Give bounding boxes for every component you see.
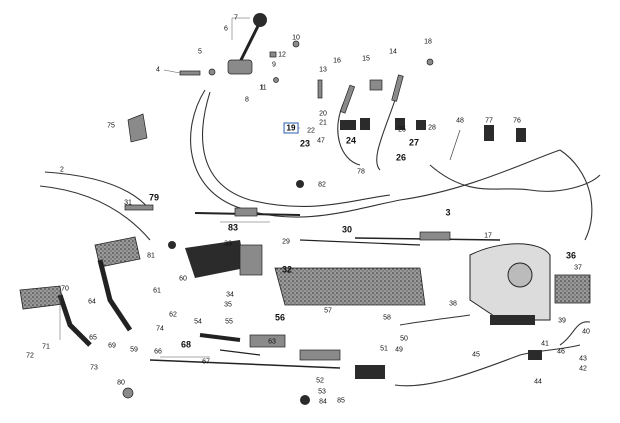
callout-39: 39 <box>558 317 566 325</box>
pedals <box>19 236 263 347</box>
callout-11: 11 <box>259 84 267 92</box>
callout-29: 29 <box>282 238 290 246</box>
cables-left <box>39 171 176 249</box>
callout-22: 22 <box>307 127 315 135</box>
callout-35: 35 <box>224 301 232 309</box>
callout-51: 51 <box>380 345 388 353</box>
callout-49: 49 <box>395 346 403 354</box>
callout-75: 75 <box>107 122 115 130</box>
callout-32: 32 <box>281 264 293 275</box>
callout-61: 61 <box>153 287 161 295</box>
callout-84: 84 <box>319 398 327 406</box>
cables-top <box>190 89 601 241</box>
callout-23: 23 <box>299 138 311 149</box>
callout-79: 79 <box>148 192 160 203</box>
callout-1: 1 <box>260 84 264 92</box>
callout-48: 48 <box>456 117 464 125</box>
callout-25: 25 <box>398 126 406 134</box>
cables-bottom <box>122 314 591 405</box>
callout-52: 52 <box>316 377 324 385</box>
callout-34: 34 <box>226 291 234 299</box>
callout-36: 36 <box>565 250 577 261</box>
callout-73: 73 <box>90 364 98 372</box>
callout-14: 14 <box>389 48 397 56</box>
callout-63: 63 <box>268 338 276 346</box>
callout-9: 9 <box>272 61 276 69</box>
callout-8: 8 <box>245 96 249 104</box>
callout-4: 4 <box>156 66 160 74</box>
callout-37: 37 <box>574 264 582 272</box>
callout-24: 24 <box>345 135 357 146</box>
leader-lines <box>59 17 300 358</box>
callout-78: 78 <box>357 168 365 176</box>
callout-82: 82 <box>318 181 326 189</box>
callout-69: 69 <box>108 342 116 350</box>
callout-16: 16 <box>333 57 341 65</box>
callout-45: 45 <box>472 351 480 359</box>
callout-19-highlighted[interactable]: 19 <box>283 122 299 134</box>
callout-71: 71 <box>42 343 50 351</box>
callout-41: 41 <box>541 340 549 348</box>
callout-58: 58 <box>383 314 391 322</box>
callout-72: 72 <box>26 352 34 360</box>
callout-85: 85 <box>337 397 345 405</box>
housing <box>469 243 591 325</box>
callout-53: 53 <box>318 388 326 396</box>
callout-12: 12 <box>278 51 286 59</box>
callout-77: 77 <box>485 117 493 125</box>
gear-lever <box>179 13 300 83</box>
callout-43: 43 <box>579 355 587 363</box>
callout-5: 5 <box>198 48 202 56</box>
callout-67: 67 <box>202 358 210 366</box>
callout-76: 76 <box>513 117 521 125</box>
callout-18: 18 <box>424 38 432 46</box>
callout-65: 65 <box>89 334 97 342</box>
callout-47: 47 <box>317 137 325 145</box>
callout-3: 3 <box>445 207 451 218</box>
callout-55: 55 <box>225 318 233 326</box>
callout-50: 50 <box>400 335 408 343</box>
callout-46: 46 <box>557 348 565 356</box>
callout-40: 40 <box>582 328 590 336</box>
callout-15: 15 <box>362 55 370 63</box>
callout-42: 42 <box>579 365 587 373</box>
callout-80: 80 <box>117 379 125 387</box>
callout-62: 62 <box>169 311 177 319</box>
floor-mat <box>274 267 426 306</box>
callout-44: 44 <box>534 378 542 386</box>
callout-57: 57 <box>324 307 332 315</box>
callout-56: 56 <box>274 312 286 323</box>
callout-13: 13 <box>319 66 327 74</box>
callout-6: 6 <box>224 25 228 33</box>
callout-2: 2 <box>60 166 64 174</box>
callout-60: 60 <box>179 275 187 283</box>
linkage-parts <box>127 58 526 188</box>
callout-83: 83 <box>227 222 239 233</box>
callout-81: 81 <box>147 252 155 260</box>
callout-26: 26 <box>395 152 407 163</box>
callout-17: 17 <box>484 232 492 240</box>
callout-28: 28 <box>428 124 436 132</box>
callout-30: 30 <box>341 224 353 235</box>
callout-20: 20 <box>319 110 327 118</box>
callout-10: 10 <box>292 34 300 42</box>
callout-70: 70 <box>61 285 69 293</box>
callout-74: 74 <box>156 325 164 333</box>
callout-7: 7 <box>234 14 238 22</box>
callout-33: 33 <box>224 240 232 248</box>
callout-66: 66 <box>154 348 162 356</box>
callout-27: 27 <box>408 137 420 148</box>
callout-59: 59 <box>130 346 138 354</box>
rods-middle <box>194 207 501 246</box>
callout-54: 54 <box>194 318 202 326</box>
callout-21: 21 <box>319 119 327 127</box>
callout-68: 68 <box>180 339 192 350</box>
callout-38: 38 <box>449 300 457 308</box>
callout-64: 64 <box>88 298 96 306</box>
callout-31: 31 <box>124 199 132 207</box>
